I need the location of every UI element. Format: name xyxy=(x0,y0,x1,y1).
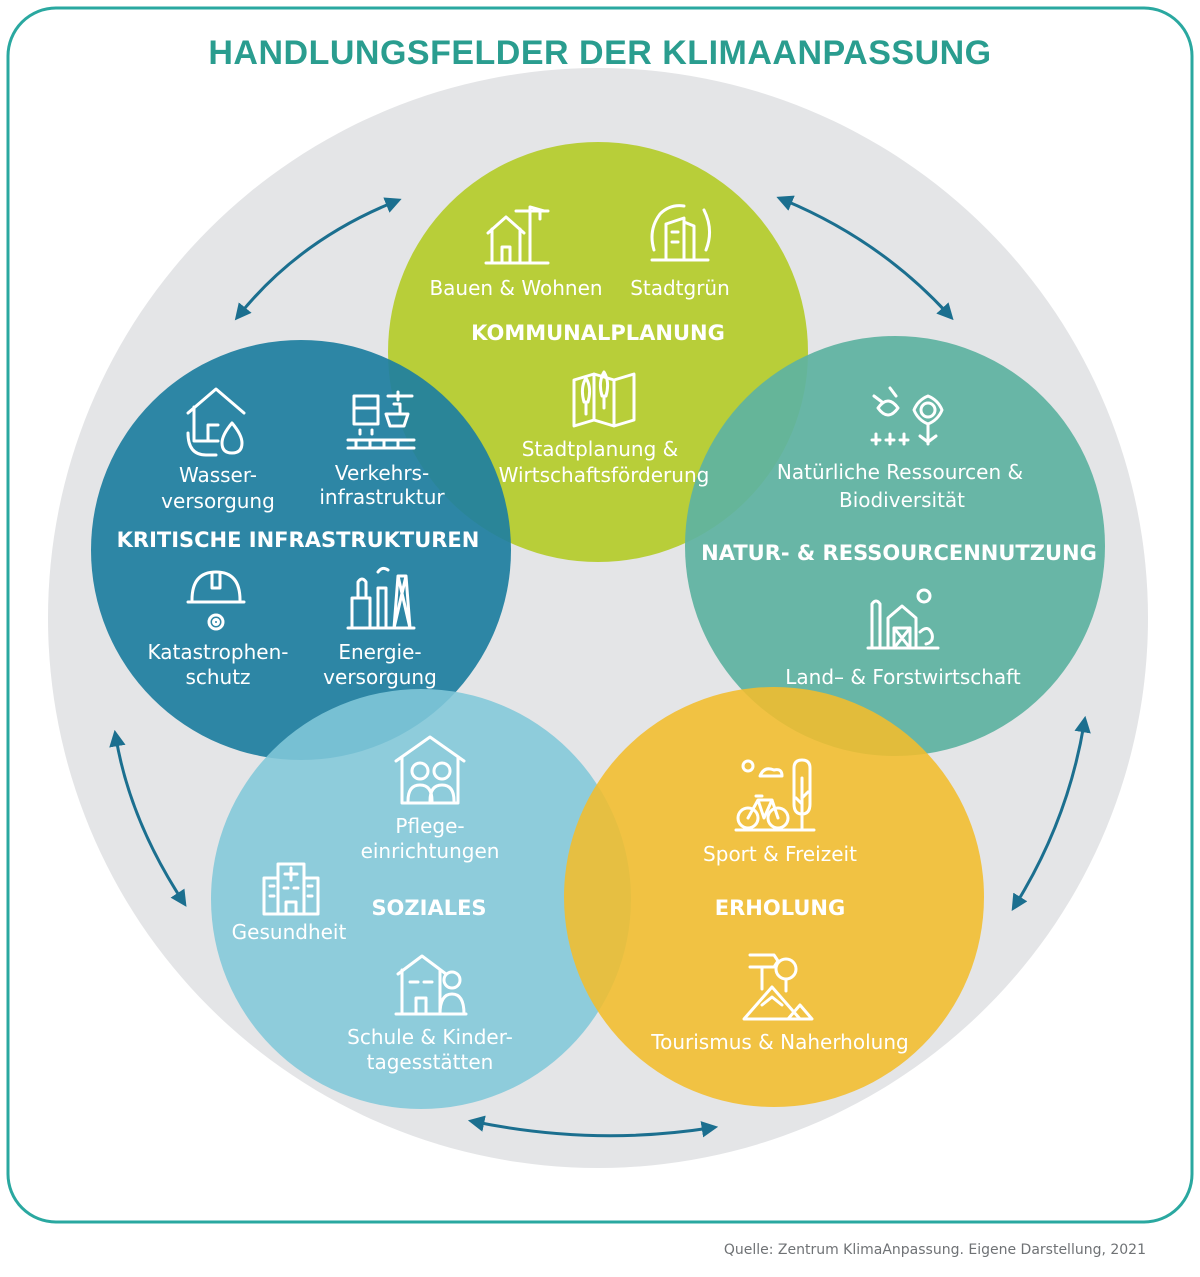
label-sport-freizeit: Sport & Freizeit xyxy=(703,842,857,866)
crane-house-icon xyxy=(484,205,550,265)
city-map-icon xyxy=(572,370,636,428)
circle-soziales xyxy=(211,689,631,1109)
heading-kommunalplanung: KOMMUNALPLANUNG xyxy=(471,321,725,345)
heading-natur-ressourcennutzung: NATUR- & RESSOURCENNUTZUNG xyxy=(701,541,1097,565)
arrow-soziales-erholung xyxy=(467,1115,719,1138)
elderly-home-icon xyxy=(394,735,466,805)
label-gesundheit: Gesundheit xyxy=(232,920,347,944)
label-tourismus: Tourismus & Naherholung xyxy=(650,1030,908,1054)
circle-kritische-infrastrukturen xyxy=(91,340,511,760)
label-stadtplanung-1: Stadtplanung & xyxy=(522,437,679,461)
arrow-natur-erholung xyxy=(1011,715,1091,912)
heading-erholung: ERHOLUNG xyxy=(715,896,845,920)
label-pflege-1: Pflege- xyxy=(395,814,464,838)
bee-flower-icon xyxy=(870,386,944,446)
connector-arrows xyxy=(109,195,1091,1138)
label-energie-2: versorgung xyxy=(323,665,437,689)
arrow-kommunal-natur xyxy=(776,195,954,321)
label-schule-2: tagesstätten xyxy=(367,1050,494,1074)
heading-kritische-infrastrukturen: KRITISCHE INFRASTRUKTUREN xyxy=(117,528,480,552)
label-wasser-2: versorgung xyxy=(161,489,275,513)
label-stadtgruen: Stadtgrün xyxy=(630,276,730,300)
transport-icon xyxy=(346,390,416,450)
label-pflege-2: einrichtungen xyxy=(361,839,500,863)
diagram-title: HANDLUNGSFELDER DER KLIMAANPASSUNG xyxy=(208,34,991,72)
label-katastrophen-2: schutz xyxy=(185,665,250,689)
arrow-kritisch-soziales xyxy=(109,729,187,907)
label-verkehr-2: infrastruktur xyxy=(319,485,445,509)
farm-icon xyxy=(866,588,940,650)
school-icon xyxy=(394,954,468,1016)
arrow-kritisch-kommunal xyxy=(234,197,402,321)
green-city-icon xyxy=(650,204,711,262)
label-bauen-wohnen: Bauen & Wohnen xyxy=(429,276,602,300)
label-katastrophen-1: Katastrophen- xyxy=(148,640,289,664)
heading-soziales: SOZIALES xyxy=(371,896,486,920)
label-wasser-1: Wasser- xyxy=(179,463,257,487)
label-natuerliche-2: Biodiversität xyxy=(839,488,965,512)
bicycle-tree-icon xyxy=(734,758,816,832)
source-note: Quelle: Zentrum KlimaAnpassung. Eigene D… xyxy=(724,1242,1146,1258)
label-verkehr-1: Verkehrs- xyxy=(335,461,429,485)
label-natuerliche-1: Natürliche Ressourcen & xyxy=(777,460,1023,484)
label-stadtplanung-2: Wirtschaftsförderung xyxy=(499,463,710,487)
power-plant-icon xyxy=(346,566,416,630)
label-energie-1: Energie- xyxy=(338,640,421,664)
water-house-icon xyxy=(186,387,246,457)
hiking-icon xyxy=(742,953,814,1021)
label-land-forst: Land– & Forstwirtschaft xyxy=(785,665,1021,689)
circle-erholung xyxy=(564,687,984,1107)
helmet-icon xyxy=(186,570,246,631)
hospital-icon xyxy=(262,862,320,916)
label-schule-1: Schule & Kinder- xyxy=(347,1025,513,1049)
circle-natur-ressourcen xyxy=(685,336,1105,756)
